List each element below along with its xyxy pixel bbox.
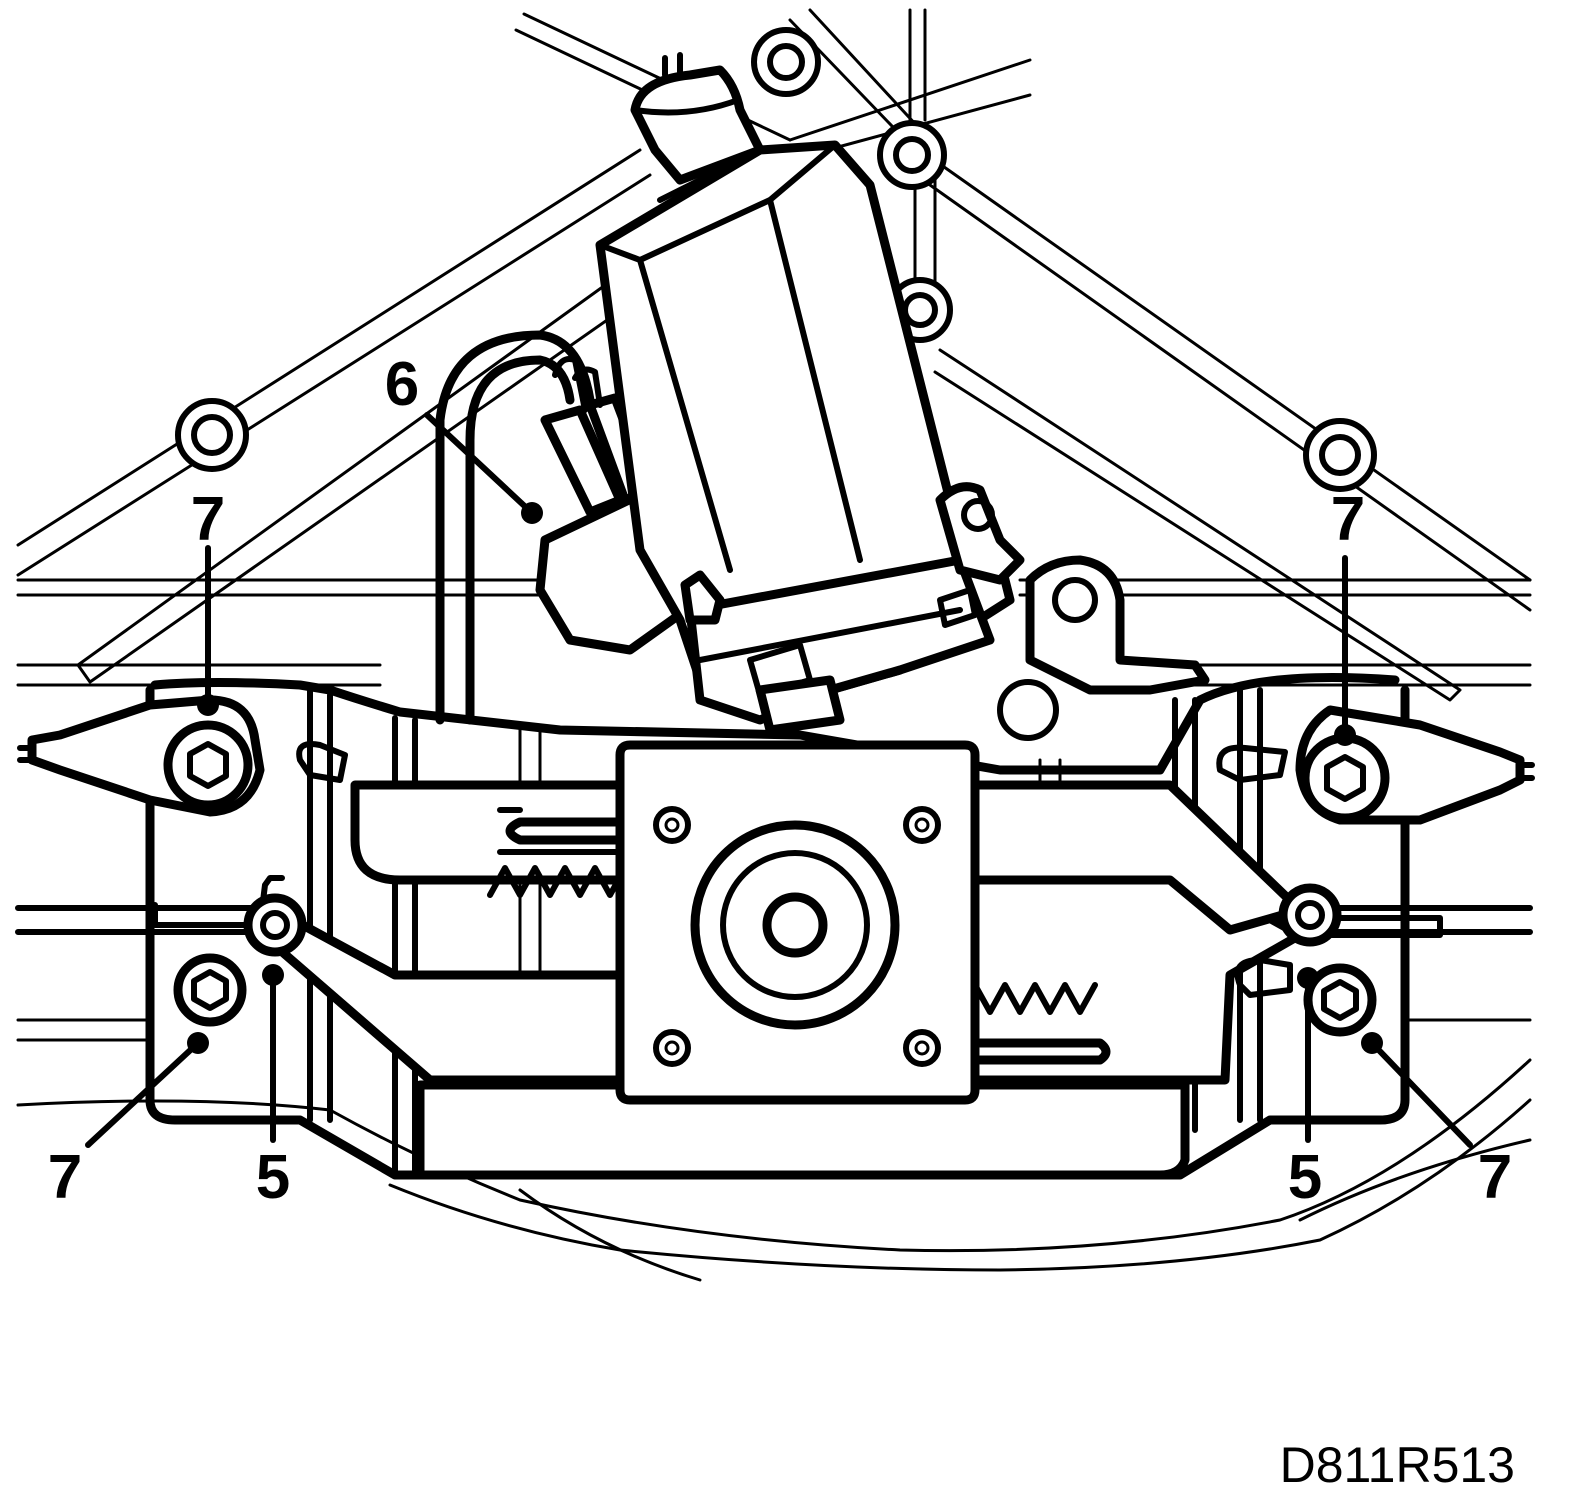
callout-7-lower-right: 7 — [1478, 1143, 1512, 1212]
leader-dot — [197, 694, 219, 716]
leader-dot — [187, 1032, 209, 1054]
leader-dot — [1361, 1032, 1383, 1054]
bolt-upper-right — [1300, 733, 1390, 823]
callout-5-right: 5 — [1288, 1143, 1322, 1212]
leader-dot — [521, 502, 543, 524]
bolt-upper-left — [163, 720, 253, 810]
regulator-motor — [435, 52, 1025, 735]
bolt-lower-right — [1303, 963, 1377, 1037]
callout-5-left: 5 — [256, 1143, 290, 1212]
leader-dot — [1297, 967, 1319, 989]
callout-7-upper-right: 7 — [1331, 485, 1365, 554]
callout-7-lower-left: 7 — [48, 1143, 82, 1212]
leader-dot — [1334, 724, 1356, 746]
callout-leaders — [85, 412, 1473, 1148]
callout-6: 6 — [385, 350, 419, 419]
frame-node-rings — [175, 27, 1377, 492]
bolt-lower-left — [173, 953, 247, 1027]
regulator-arms — [270, 741, 1305, 1180]
mounting-plate — [16, 673, 1532, 1282]
figure-code: D811R513 — [1280, 1437, 1515, 1493]
bolts — [163, 720, 1390, 1037]
callout-7-upper-left: 7 — [191, 485, 225, 554]
pivot-rings — [243, 883, 1342, 957]
drive-plate — [615, 740, 980, 1105]
callout-labels: 6 7 7 7 7 5 5 — [48, 350, 1512, 1212]
motor-bracket — [1025, 555, 1210, 695]
leader-dot — [262, 964, 284, 986]
